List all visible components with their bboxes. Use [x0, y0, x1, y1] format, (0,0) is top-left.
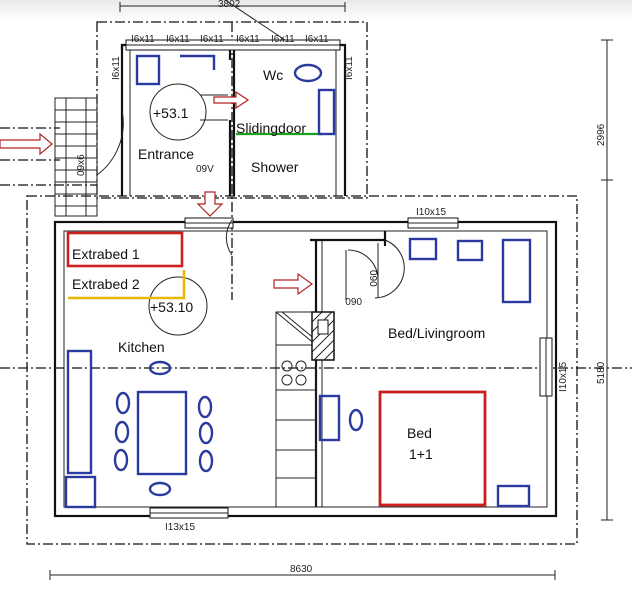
sink-counter	[317, 88, 336, 136]
stove-burner-icon	[281, 360, 293, 372]
dimension-bottom: 8630	[49, 564, 556, 580]
sofa	[66, 349, 93, 475]
toilet-icon	[293, 63, 323, 83]
arrow-right-icon	[273, 272, 314, 296]
window-module-label: I6x11	[305, 34, 329, 45]
stove-burner-icon	[281, 374, 293, 386]
window-label-left-upper: I6x11	[111, 56, 122, 80]
bed-label-line1: Bed	[407, 425, 432, 441]
dim-right-upper: 2996	[596, 123, 607, 146]
top-fade	[0, 0, 632, 22]
fireplace	[311, 311, 335, 361]
window-module-label: I6x11	[166, 34, 190, 45]
dim-right-lower: 5180	[596, 361, 607, 384]
dim-top-width: 3802	[218, 0, 241, 10]
entry-arrows	[0, 90, 314, 296]
arrow-right-icon	[0, 132, 53, 156]
arrow-down-icon	[196, 191, 224, 217]
window-label-kitchen-bottom: I13x15	[165, 522, 195, 533]
chair	[114, 420, 130, 444]
nightstand	[408, 237, 438, 261]
main-house-outline	[26, 195, 578, 545]
wardrobe-bracket	[180, 54, 216, 70]
window-module-label: I6x11	[236, 34, 260, 45]
window-module-label: I6x11	[131, 34, 155, 45]
nightstand	[456, 239, 484, 262]
kitchen-counter	[275, 311, 317, 508]
level-circle-entrance	[149, 83, 207, 141]
extrabed-1-label: Extrabed 1	[72, 246, 140, 262]
dimension-right: 2996 5180	[596, 39, 613, 521]
cabinet	[64, 475, 97, 509]
window-module-label: I6x11	[271, 34, 295, 45]
room-label-sliding-door: Slidingdoor	[236, 120, 306, 136]
bed-label-line2: 1+1	[409, 446, 433, 462]
entrance-door-label: 09x6	[76, 154, 87, 176]
room-label-kitchen: Kitchen	[118, 339, 165, 355]
wardrobe	[501, 238, 532, 304]
extrabed-1-box	[66, 231, 184, 268]
chair	[113, 448, 129, 472]
stove-burner-icon	[295, 374, 307, 386]
room-label-wc: Wc	[263, 67, 283, 83]
entrance-steps	[54, 97, 98, 217]
chair	[198, 449, 214, 473]
room-label-shower: Shower	[251, 159, 299, 175]
window-label-right: I10x15	[558, 362, 569, 392]
door-swings	[96, 94, 405, 300]
window-label-right-upper: I6x11	[344, 56, 355, 80]
chair	[198, 421, 214, 445]
chair	[148, 481, 172, 497]
door-060-label: 060	[345, 295, 362, 306]
dim-bottom-width: 8630	[290, 564, 313, 575]
chair	[148, 360, 172, 376]
door-090-label: 090	[367, 270, 378, 287]
window-labels-top: I6x11 I6x11 I6x11 I6x11 I6x11 I6x11	[131, 34, 329, 45]
cabinet	[135, 54, 161, 86]
extrabed-2-outline	[68, 270, 186, 300]
chair	[197, 395, 213, 419]
window-module-label: I6x11	[200, 34, 224, 45]
level-entrance: +53.1	[153, 105, 189, 121]
window-label-bed-top: I10x15	[416, 207, 446, 218]
dining-table	[136, 390, 188, 476]
furniture	[64, 54, 532, 509]
bedside-table	[496, 484, 531, 508]
chair	[115, 391, 131, 415]
room-label-bed-living: Bed/Livingroom	[388, 325, 485, 341]
level-circle-kitchen	[148, 276, 208, 336]
level-kitchen: +53.10	[150, 299, 193, 315]
chair	[348, 408, 364, 432]
room-label-entrance: Entrance	[138, 146, 194, 162]
extrabed-2-label: Extrabed 2	[72, 276, 140, 292]
stove-burner-icon	[295, 360, 307, 372]
arrow-right-icon	[213, 90, 250, 110]
door-09v-label: 09V	[196, 164, 214, 175]
double-bed-box	[378, 390, 487, 507]
windows	[125, 39, 553, 519]
side-table	[318, 394, 341, 442]
